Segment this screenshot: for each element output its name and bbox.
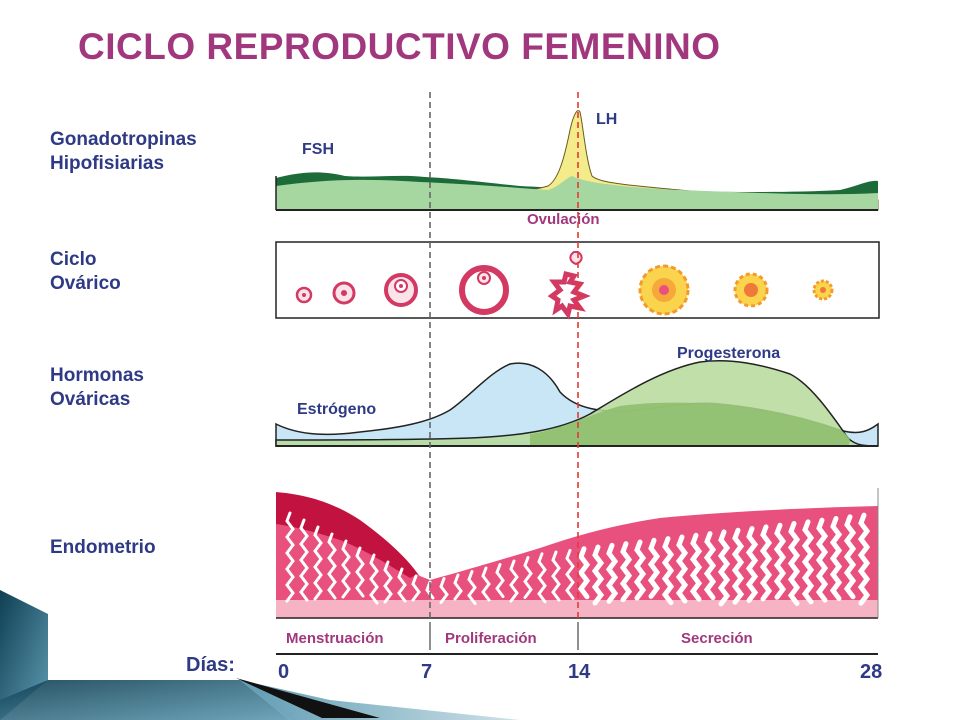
endometrial-gland	[731, 527, 745, 605]
endometrial-gland	[355, 546, 365, 598]
endometrial-gland	[453, 573, 463, 601]
endometrial-gland	[647, 537, 661, 599]
endometrial-gland	[383, 560, 393, 604]
endometrial-gland	[787, 521, 801, 607]
page-title: CICLO REPRODUCTIVO FEMENINO	[78, 26, 721, 67]
endometrial-gland	[495, 563, 505, 598]
endometrial-gland	[717, 529, 731, 607]
endometrial-gland	[815, 517, 829, 603]
endometrial-gland	[675, 534, 689, 604]
corpus-luteum	[638, 264, 690, 316]
label-ciclo-ovarico: Ciclo Ovárico	[50, 248, 121, 296]
label-line: Gonadotropinas	[50, 129, 197, 150]
endometrial-gland	[619, 541, 633, 603]
follicle-graafian	[459, 265, 509, 315]
endometrial-gland	[509, 559, 519, 603]
endometrial-gland	[843, 514, 857, 600]
label-gonadotropinas: Gonadotropinas Hipofisiarias	[50, 128, 197, 176]
progesterone-label: Progesterona	[677, 345, 780, 362]
endometrial-gland	[759, 524, 773, 602]
label-line: Hipofisiarias	[50, 153, 165, 174]
endometrial-gland	[857, 512, 871, 606]
hormones-panel	[275, 360, 879, 447]
day-tick-28: 28	[860, 661, 882, 683]
endometrial-gland	[299, 518, 309, 602]
day-tick-7: 7	[421, 661, 432, 683]
label-line: Endometrio	[50, 537, 156, 558]
endometrial-gland	[523, 556, 533, 599]
endometrial-gland	[745, 526, 759, 604]
endometrial-gland	[341, 539, 351, 599]
endometrial-gland	[565, 548, 575, 600]
slide-corner-decoration	[0, 590, 520, 720]
phase-menstruacion: Menstruación	[286, 630, 384, 647]
endometrial-gland	[425, 580, 435, 600]
endometrial-gland	[689, 532, 703, 602]
day-tick-0: 0	[278, 661, 289, 683]
endometrial-gland	[439, 577, 449, 604]
label-hormonas-ovaricas: Hormonas Ováricas	[50, 364, 144, 412]
endometrial-gland	[605, 542, 619, 604]
corpus-luteum-regressing	[733, 272, 769, 308]
label-line: Hormonas	[50, 365, 144, 386]
follicle-ovulating	[547, 251, 591, 320]
phase-proliferacion: Proliferación	[445, 630, 537, 647]
endometrial-gland	[369, 553, 379, 605]
endometrial-gland	[633, 539, 647, 601]
endometrial-gland	[801, 519, 815, 605]
phase-secrecion: Secreción	[681, 630, 753, 647]
label-line: Ciclo	[50, 249, 97, 270]
endometrium-functional-layer	[276, 494, 878, 600]
follicle-primary	[332, 281, 356, 305]
endometrial-gland	[773, 522, 787, 600]
day-tick-14: 14	[568, 661, 591, 683]
endometrial-gland	[313, 525, 323, 601]
menstrual-shedding	[276, 492, 418, 578]
endometrial-gland	[661, 536, 675, 606]
endometrial-gland	[577, 546, 591, 600]
label-line: Ovárico	[50, 273, 121, 294]
days-axis-label: Días:	[186, 654, 235, 676]
fsh-base-curve	[276, 176, 878, 210]
endometrial-gland	[591, 544, 605, 606]
corpus-albicans	[812, 279, 834, 301]
endometrial-gland	[537, 552, 547, 604]
follicle-secondary	[384, 273, 418, 307]
endometrial-gland	[551, 550, 561, 602]
endometrial-gland	[285, 511, 295, 603]
endometrial-gland	[703, 531, 717, 601]
endometrial-gland	[327, 532, 337, 600]
ovulation-label: Ovulación	[527, 211, 600, 228]
hormones-overlap	[530, 402, 850, 446]
fsh-label: FSH	[302, 141, 334, 158]
endometrial-gland	[467, 570, 477, 605]
label-line: Ováricas	[50, 389, 131, 410]
endometrial-glands	[285, 511, 871, 607]
estrogen-label: Estrógeno	[297, 401, 376, 418]
endometrium-panel	[276, 492, 878, 618]
endometrial-gland	[829, 515, 843, 601]
gonadotropins-panel	[275, 110, 879, 211]
endometrial-gland	[481, 566, 491, 602]
follicle-primordial	[295, 286, 313, 304]
lh-label: LH	[596, 111, 617, 128]
endometrial-gland	[397, 567, 407, 603]
endometrial-gland	[411, 574, 421, 602]
label-endometrio: Endometrio	[50, 536, 156, 560]
